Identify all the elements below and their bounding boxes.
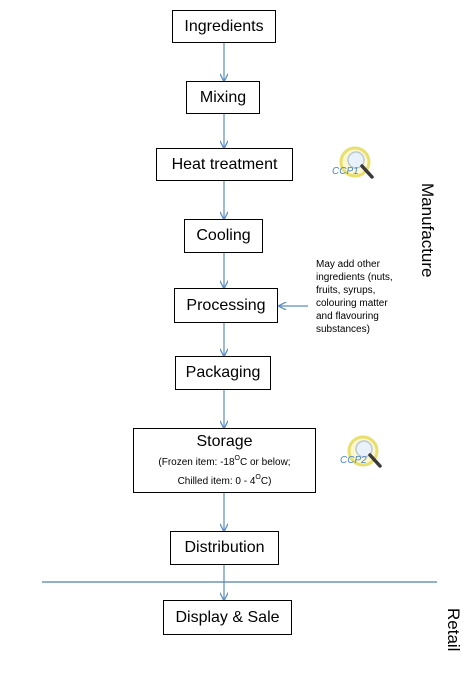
processing-note-line: substances) xyxy=(316,324,370,335)
storage-title: Storage xyxy=(196,432,253,450)
step-processing-label: Processing xyxy=(186,296,266,314)
step-heat-treatment-label: Heat treatment xyxy=(171,155,278,173)
storage-chilled-note: Chilled item: 0 - 4OC) xyxy=(177,473,272,487)
step-heat-treatment: Heat treatment xyxy=(156,148,293,181)
retail-label: Retail xyxy=(444,608,463,652)
step-packaging: Packaging xyxy=(175,356,271,390)
step-ingredients: Ingredients xyxy=(172,10,276,43)
step-mixing: Mixing xyxy=(186,81,260,114)
manufacture-label: Manufacture xyxy=(418,183,437,278)
step-ingredients-label: Ingredients xyxy=(184,17,264,35)
processing-note-line: and flavouring xyxy=(316,311,379,322)
svg-text:CCP2: CCP2 xyxy=(340,455,367,466)
processing-note-line: May add other xyxy=(316,259,380,270)
ccp2-magnifier-icon: CCP2 xyxy=(340,435,382,468)
step-display-sale-label: Display & Sale xyxy=(175,608,280,626)
step-cooling: Cooling xyxy=(184,219,263,253)
processing-note-line: ingredients (nuts, xyxy=(316,272,393,283)
connectors xyxy=(224,43,308,600)
processing-note-line: fruits, syrups, xyxy=(316,285,376,296)
step-distribution-label: Distribution xyxy=(184,539,265,556)
processing-note: May add other ingredients (nuts, fruits,… xyxy=(316,258,436,336)
svg-text:CCP1: CCP1 xyxy=(332,166,359,177)
step-cooling-label: Cooling xyxy=(196,227,251,244)
step-display-sale: Display & Sale xyxy=(163,600,292,635)
step-packaging-label: Packaging xyxy=(185,364,261,381)
step-processing: Processing xyxy=(174,288,278,323)
processing-note-line: colouring matter xyxy=(316,298,388,309)
ccp1-magnifier-icon: CCP1 xyxy=(332,146,374,179)
step-distribution: Distribution xyxy=(170,531,279,565)
step-mixing-label: Mixing xyxy=(199,88,247,106)
step-storage: Storage (Frozen item: -18OC or below; Ch… xyxy=(133,428,316,493)
storage-frozen-note: (Frozen item: -18OC or below; xyxy=(158,454,291,468)
